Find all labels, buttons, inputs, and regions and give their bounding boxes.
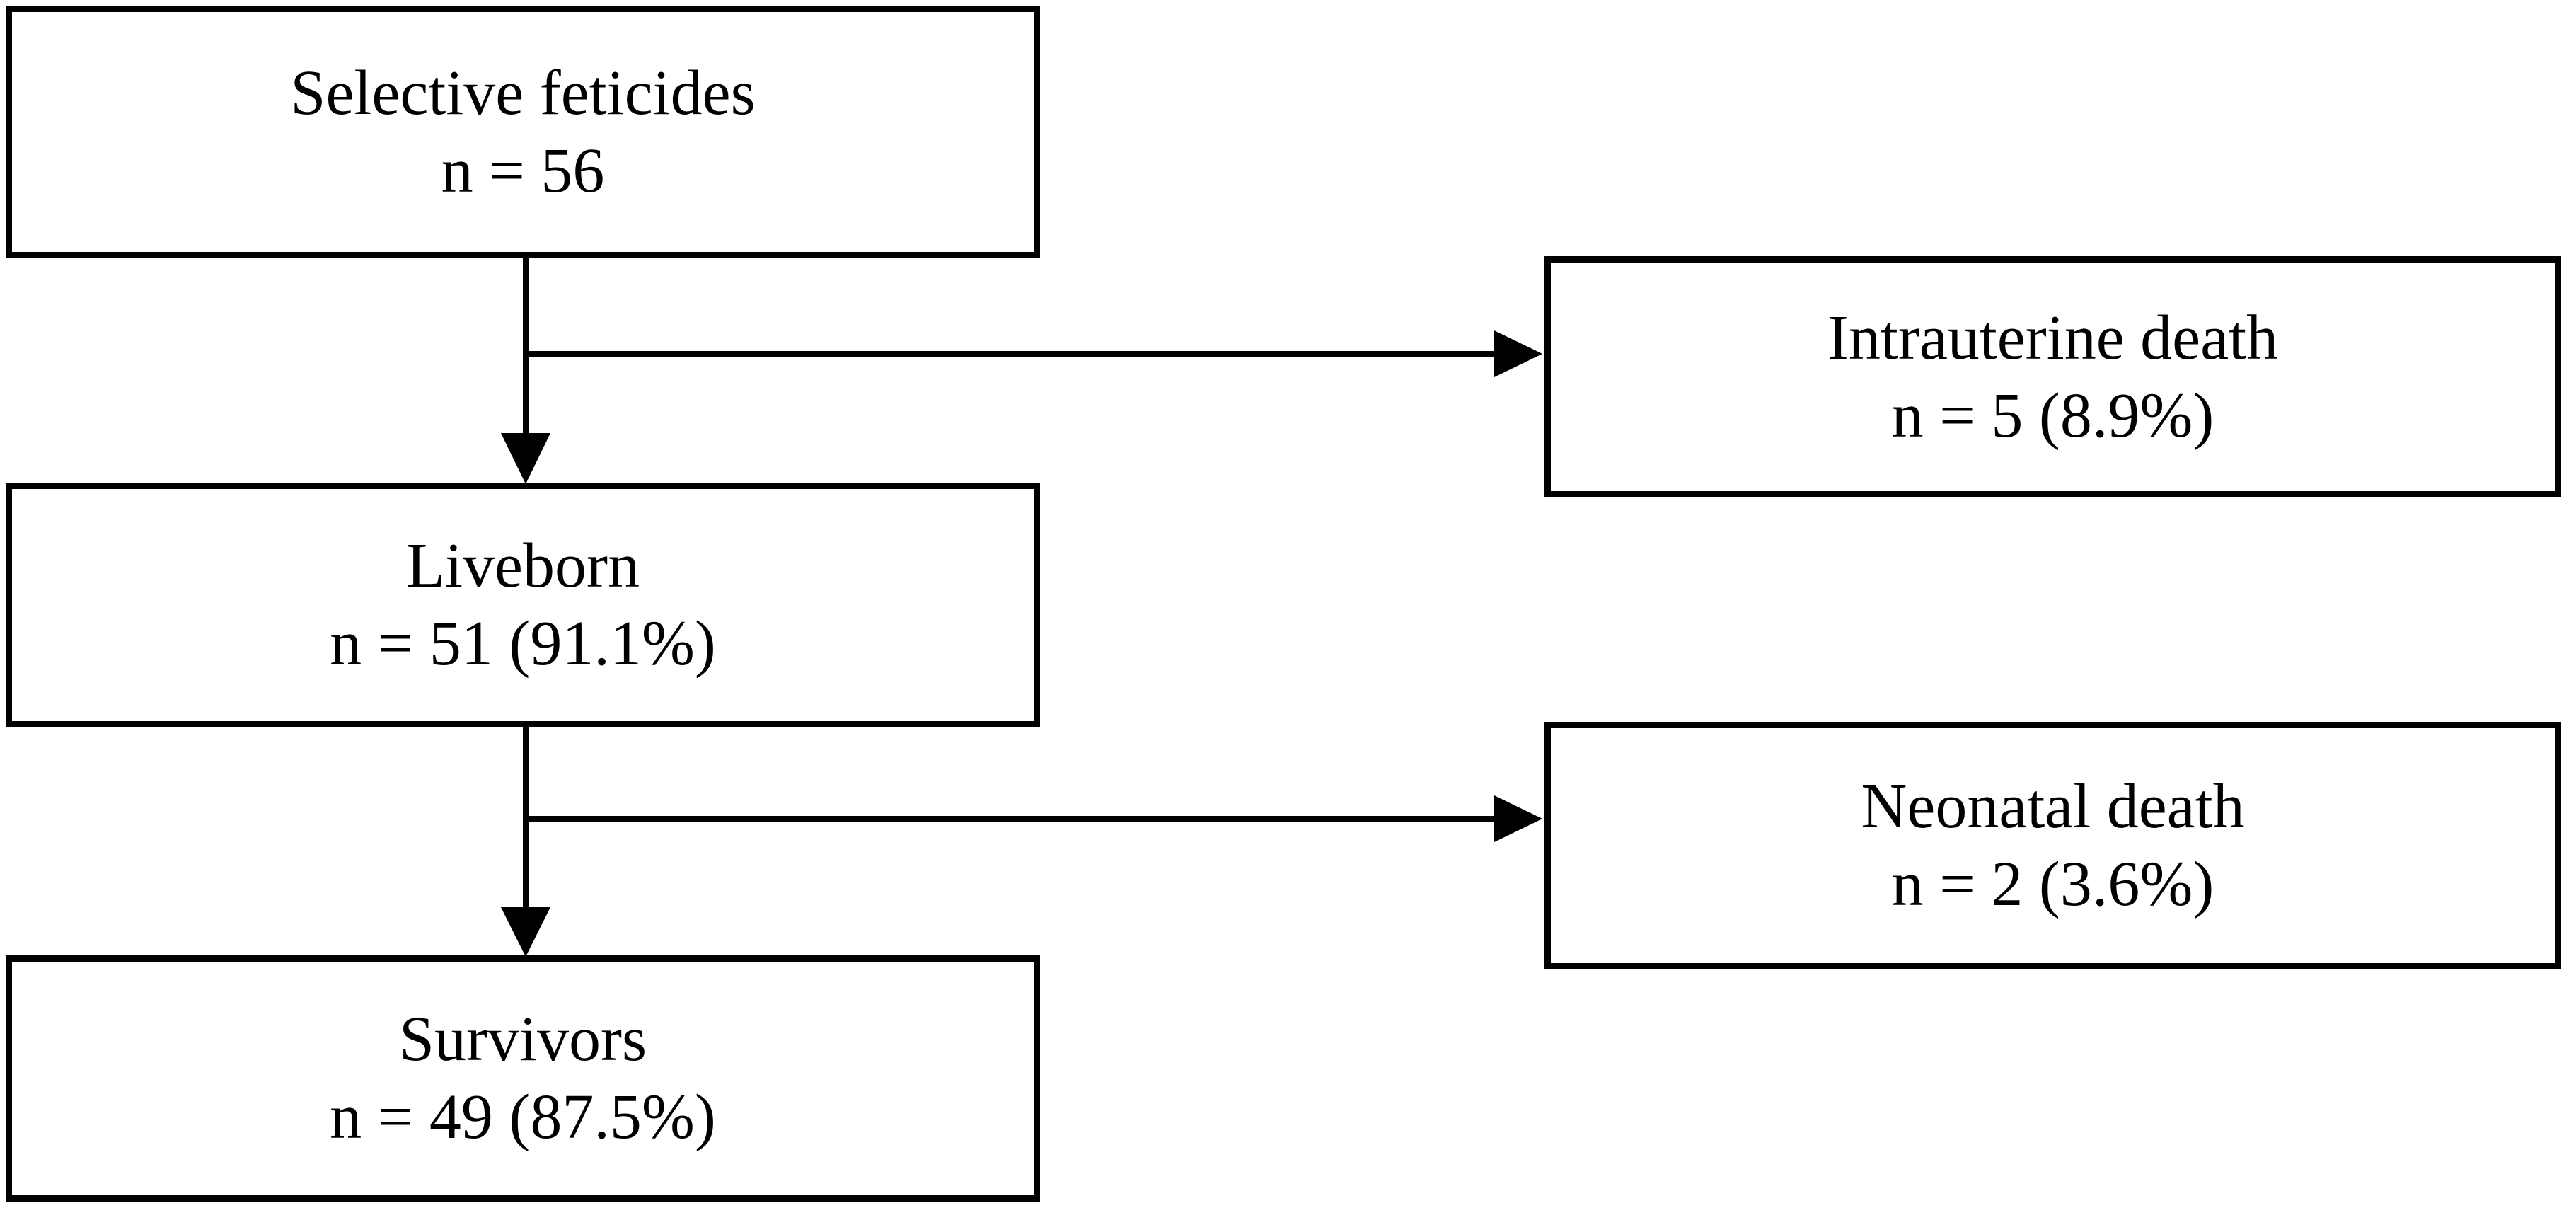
node-intrauterine-death: Intrauterine death n = 5 (8.9%) [1544,256,2561,497]
arrow-right-icon [1494,330,1542,377]
node-title: Intrauterine death [1827,302,2279,373]
edge-selective-feticides-to-intrauterine-death [526,330,1542,377]
arrow-right-icon [1494,795,1542,842]
node-title: Selective feticides [290,57,756,128]
arrow-down-icon [501,433,550,484]
node-count: n = 56 [441,135,605,206]
node-title: Liveborn [406,531,640,602]
node-count: n = 2 (3.6%) [1891,849,2214,919]
node-count: n = 51 (91.1%) [330,609,716,679]
node-survivors: Survivors n = 49 (87.5%) [6,955,1040,1202]
node-neonatal-death: Neonatal death n = 2 (3.6%) [1544,722,2561,969]
node-liveborn: Liveborn n = 51 (91.1%) [6,483,1040,727]
edge-liveborn-to-survivors [501,725,550,957]
node-count: n = 5 (8.9%) [1891,380,2214,451]
node-selective-feticides: Selective feticides n = 56 [6,6,1040,258]
node-title: Neonatal death [1861,771,2245,842]
edge-selective-feticides-to-liveborn [501,253,550,484]
arrow-down-icon [501,907,550,957]
edge-liveborn-to-neonatal-death [526,795,1542,842]
node-title: Survivors [398,1004,647,1075]
node-count: n = 49 (87.5%) [330,1082,716,1152]
